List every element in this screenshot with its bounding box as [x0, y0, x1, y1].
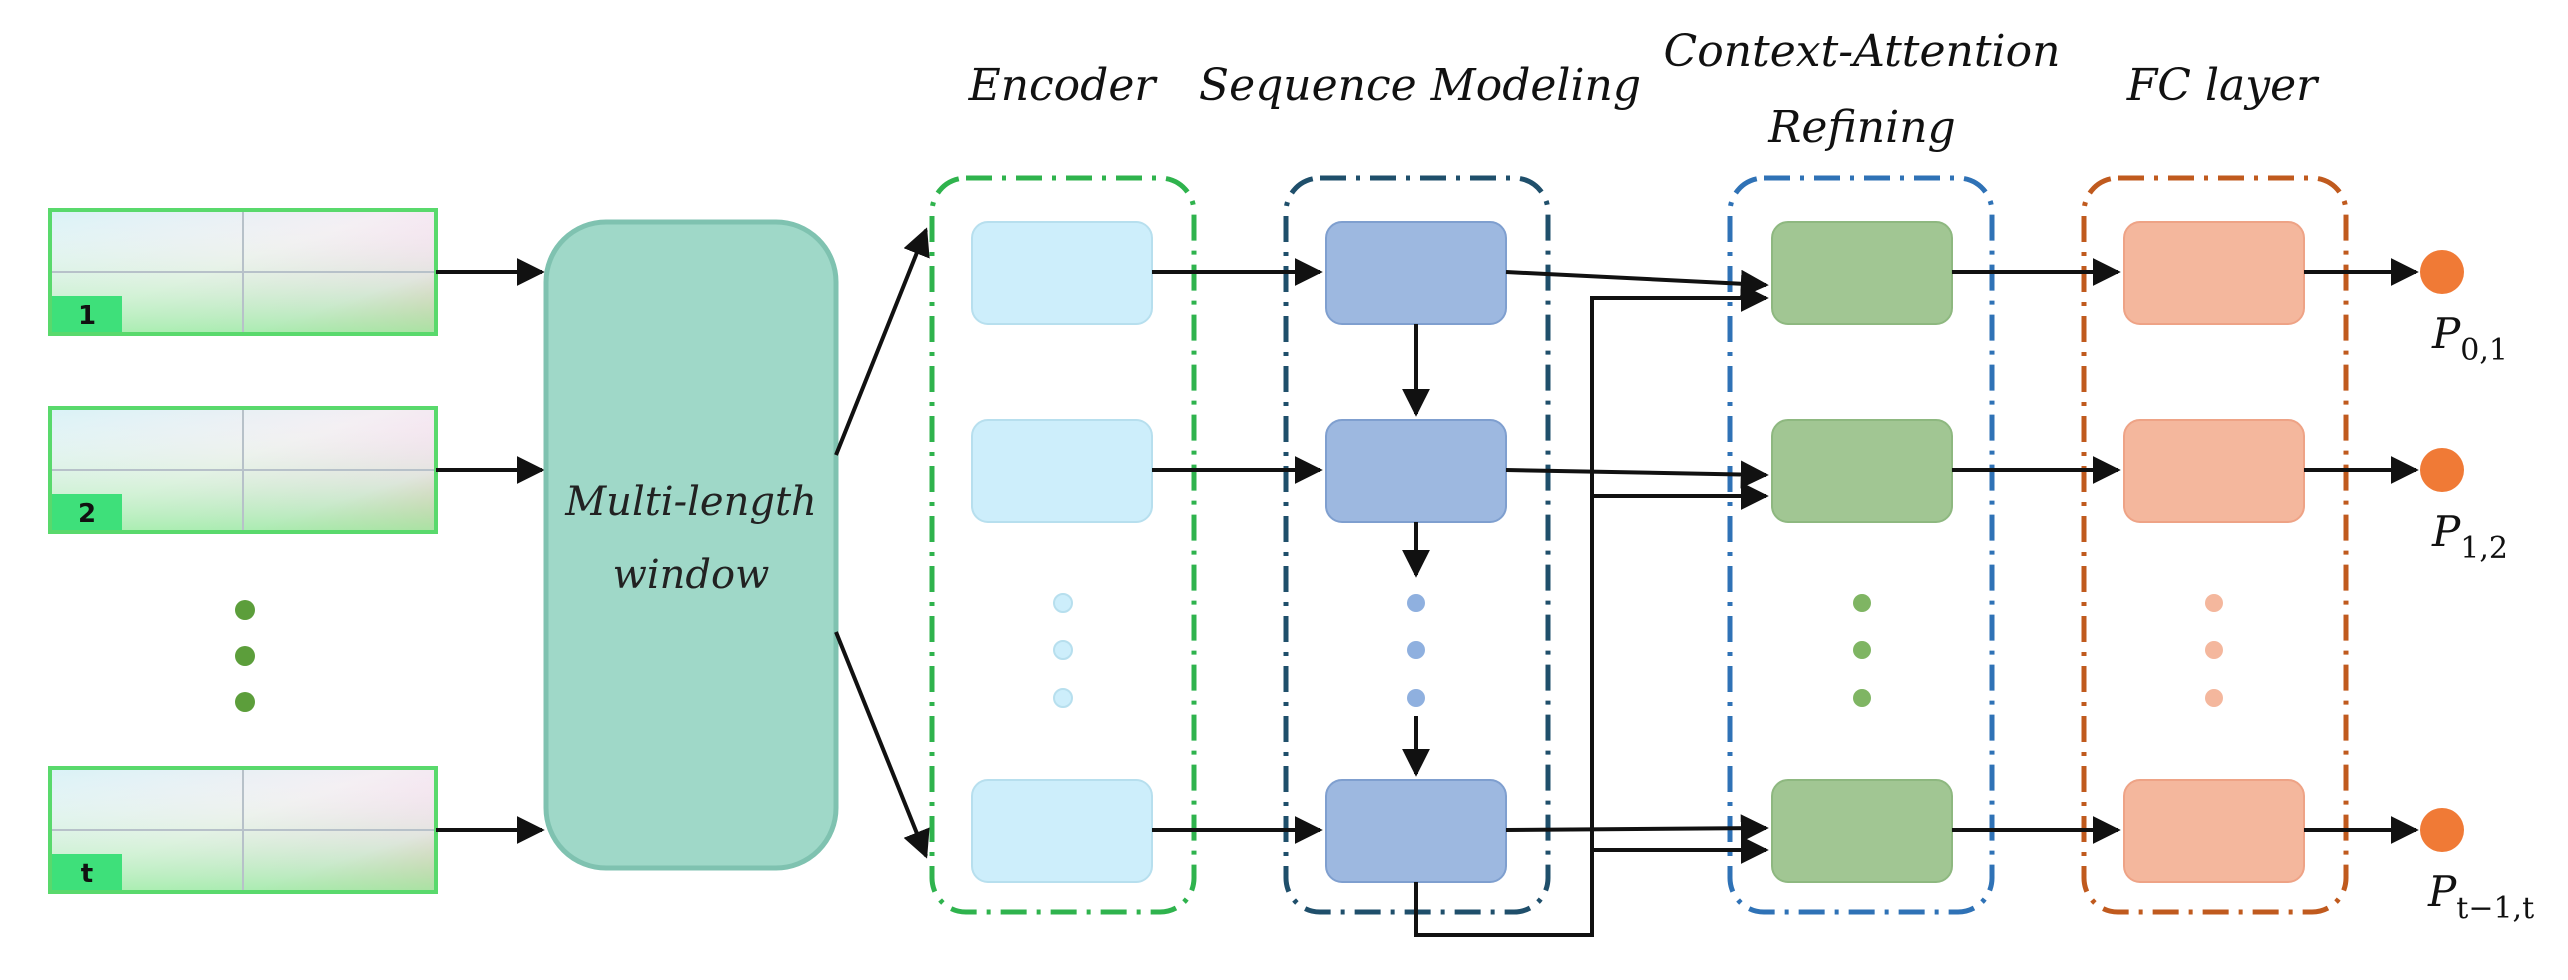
context-attention-module	[1727, 175, 1995, 915]
encoder-block-2	[971, 419, 1153, 523]
multi-length-window: Multi-length window	[543, 219, 839, 871]
title-encoder: Encoder	[968, 60, 1159, 111]
frame-label-t: t	[81, 859, 93, 889]
output-node-t: Pt−1,t	[2420, 808, 2534, 926]
title-context-attention: Context-Attention	[1664, 26, 2061, 77]
fc-block-t	[2123, 779, 2305, 883]
frame-arrows	[436, 258, 545, 844]
multi-length-window-line1: Multi-length	[564, 479, 817, 525]
connection-arrows	[1152, 258, 2419, 937]
output-node-2: P1,2	[2420, 448, 2508, 566]
encoder-block-1	[971, 221, 1153, 325]
attention-block-1	[1771, 221, 1953, 325]
input-ellipsis	[235, 600, 255, 712]
attention-block-t	[1771, 779, 1953, 883]
sequence-block-1	[1325, 221, 1507, 325]
encoder-module	[929, 175, 1197, 915]
encoder-block-t	[971, 779, 1153, 883]
input-frame-1: 1	[48, 208, 438, 336]
frame-label-2: 2	[78, 499, 96, 529]
sequence-modeling-module	[1283, 175, 1551, 915]
output-label-t: Pt−1,t	[2427, 867, 2534, 926]
title-refining: Refining	[1767, 102, 1955, 153]
fc-block-2	[2123, 419, 2305, 523]
input-frame-t: t	[48, 766, 438, 894]
multi-length-window-line2: window	[613, 552, 770, 598]
sequence-block-2	[1325, 419, 1507, 523]
title-sequence-modeling: Sequence Modeling	[1199, 60, 1641, 111]
fc-block-1	[2123, 221, 2305, 325]
output-label-1: P0,1	[2431, 309, 2508, 368]
output-label-2: P1,2	[2431, 507, 2508, 566]
window-to-encoder-arrows	[834, 227, 930, 859]
output-node-1: P0,1	[2420, 250, 2508, 368]
input-frame-2: 2	[48, 406, 438, 534]
fc-layer-module	[2081, 175, 2349, 915]
title-fc-layer: FC layer	[2126, 60, 2320, 111]
attention-block-2	[1771, 419, 1953, 523]
frame-label-1: 1	[78, 301, 96, 331]
sequence-block-t	[1325, 779, 1507, 883]
